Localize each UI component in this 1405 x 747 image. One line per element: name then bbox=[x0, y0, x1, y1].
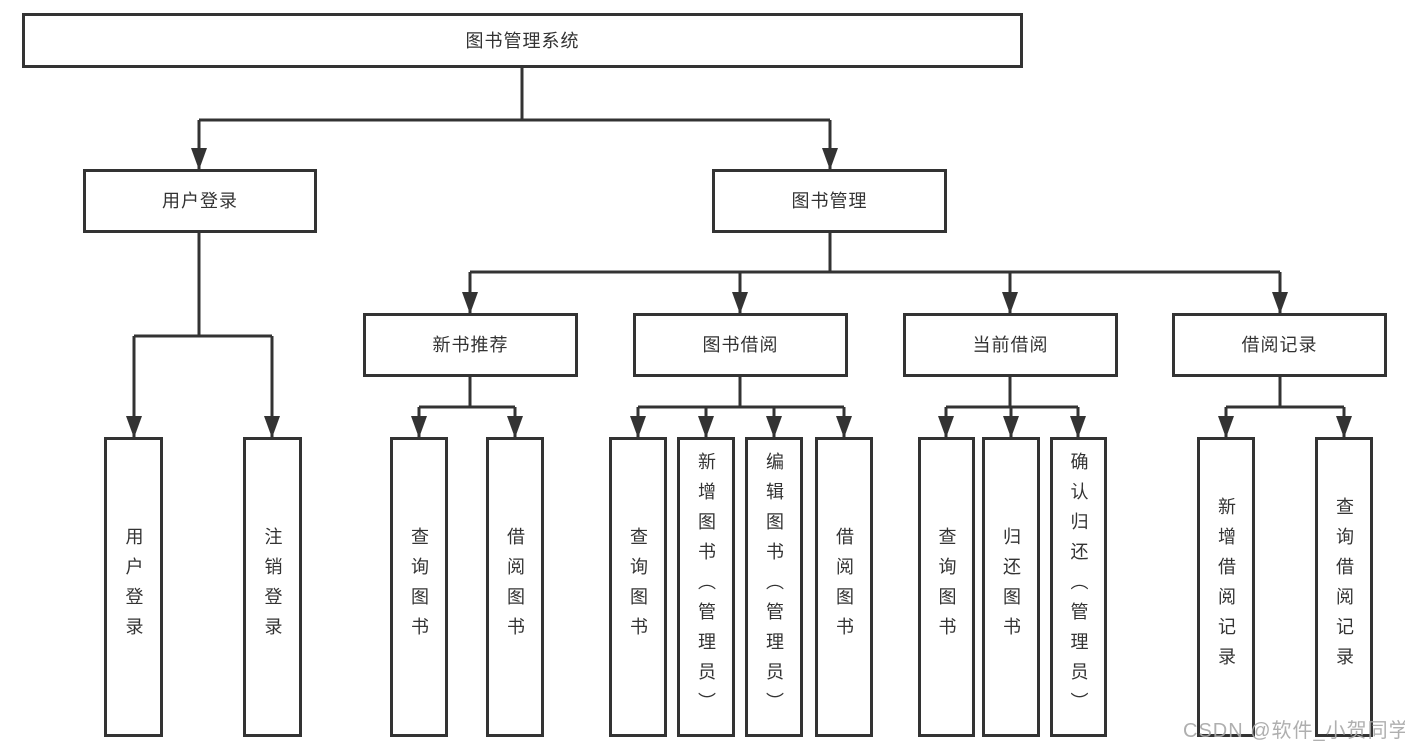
leaf-user-login: 用户登录 bbox=[104, 437, 163, 737]
leaf-cb-query-books: 查询图书 bbox=[918, 437, 975, 737]
node-borrow-records: 借阅记录 bbox=[1172, 313, 1387, 377]
edges-user-login-children bbox=[126, 233, 280, 438]
node-library-management-system: 图书管理系统 bbox=[22, 13, 1023, 68]
csdn-watermark: CSDN @软件_小贺同学 bbox=[1183, 720, 1405, 742]
leaf-br-add-record: 新增借阅记录 bbox=[1197, 437, 1255, 737]
leaf-cb-confirm-return-admin: 确认归还（管理员） bbox=[1050, 437, 1107, 737]
leaf-bb-edit-books-admin-label: 编辑图书（管理员） bbox=[764, 452, 784, 722]
leaf-bb-borrow-books: 借阅图书 bbox=[815, 437, 873, 737]
leaf-bb-add-books-admin-label: 新增图书（管理员） bbox=[696, 452, 716, 722]
edges-new-book-rec-children bbox=[411, 377, 523, 438]
node-user-login: 用户登录 bbox=[83, 169, 317, 233]
leaf-cb-query-books-label: 查询图书 bbox=[936, 527, 957, 647]
leaf-br-add-record-label: 新增借阅记录 bbox=[1216, 497, 1236, 677]
leaf-cb-confirm-return-admin-label: 确认归还（管理员） bbox=[1068, 452, 1089, 722]
leaf-bb-edit-books-admin: 编辑图书（管理员） bbox=[745, 437, 803, 737]
leaf-user-login-label: 用户登录 bbox=[123, 527, 144, 647]
edges-current-borrow-children bbox=[938, 377, 1086, 438]
edges-book-borrow-children bbox=[630, 377, 852, 438]
leaf-bb-query-books: 查询图书 bbox=[609, 437, 667, 737]
leaf-rec-query-books: 查询图书 bbox=[390, 437, 448, 737]
leaf-br-query-record: 查询借阅记录 bbox=[1315, 437, 1373, 737]
edges-root-to-level2 bbox=[191, 68, 838, 170]
leaf-rec-borrow-books-label: 借阅图书 bbox=[505, 527, 525, 647]
leaf-bb-borrow-books-label: 借阅图书 bbox=[834, 527, 854, 647]
node-current-borrowing: 当前借阅 bbox=[903, 313, 1118, 377]
node-new-book-recommend: 新书推荐 bbox=[363, 313, 578, 377]
leaf-logout-label: 注销登录 bbox=[262, 527, 283, 647]
leaf-br-query-record-label: 查询借阅记录 bbox=[1334, 497, 1354, 677]
leaf-logout: 注销登录 bbox=[243, 437, 302, 737]
leaf-rec-borrow-books: 借阅图书 bbox=[486, 437, 544, 737]
leaf-rec-query-books-label: 查询图书 bbox=[409, 527, 429, 647]
node-book-borrowing: 图书借阅 bbox=[633, 313, 848, 377]
node-book-management: 图书管理 bbox=[712, 169, 947, 233]
leaf-bb-add-books-admin: 新增图书（管理员） bbox=[677, 437, 735, 737]
edges-borrow-records-children bbox=[1218, 377, 1352, 438]
leaf-bb-query-books-label: 查询图书 bbox=[628, 527, 648, 647]
edges-book-mgmt-children bbox=[462, 233, 1288, 314]
leaf-cb-return-books-label: 归还图书 bbox=[1001, 527, 1021, 647]
leaf-cb-return-books: 归还图书 bbox=[982, 437, 1040, 737]
